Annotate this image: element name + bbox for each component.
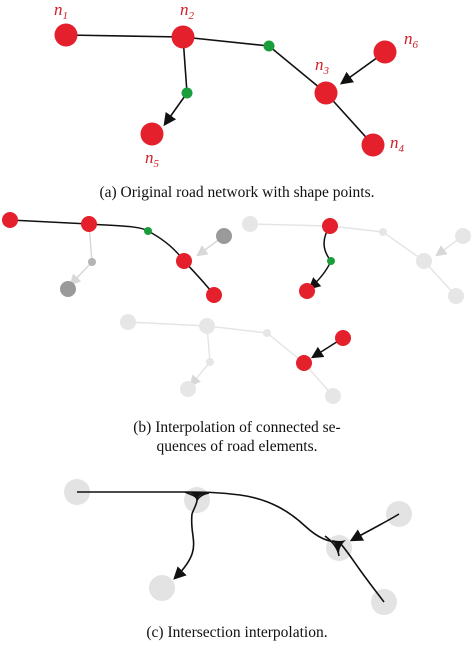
- panel-c-intersection-interpolation: [64, 479, 412, 615]
- node-n6: [373, 40, 397, 64]
- panel-a-node-labels: n1 n2 n3 n4 n5 n6: [54, 0, 419, 170]
- panel-a-nodes: [54, 23, 397, 157]
- node-n3: [314, 81, 338, 105]
- node-n5: [140, 122, 164, 146]
- shape-point-2: [181, 87, 193, 99]
- label-n2: n2: [180, 0, 195, 22]
- label-n1: n1: [54, 0, 68, 22]
- caption-panel-b: (b) Interpolation of connected se- quenc…: [0, 418, 474, 456]
- node-n4: [361, 133, 385, 157]
- edge-n3-n4: [325, 92, 374, 146]
- label-n6: n6: [404, 29, 419, 51]
- caption-panel-a: (a) Original road network with shape poi…: [99, 184, 375, 201]
- caption-panel-b-line-1: (b) Interpolation of connected se-: [133, 419, 341, 436]
- shape-point-1: [263, 40, 275, 52]
- panel-b-sequence-2: [242, 216, 471, 304]
- node-n1: [54, 23, 78, 47]
- node-n2: [171, 25, 195, 49]
- panel-a-edges: [65, 34, 386, 146]
- label-n4: n4: [390, 133, 405, 155]
- label-n5: n5: [145, 148, 160, 170]
- panel-b-sequence-1: [2, 212, 232, 303]
- edge-n2-n5: [163, 36, 188, 127]
- edge-n2-n3: [182, 36, 327, 94]
- caption-panel-b-line-2: quences of road elements.: [156, 438, 318, 455]
- panel-a-original-network: n1 n2 n3 n4 n5 n6: [54, 0, 419, 170]
- panel-b-sequence-3: [120, 314, 351, 404]
- label-n3: n3: [315, 55, 330, 77]
- caption-panel-c: (c) Intersection interpolation.: [146, 624, 328, 641]
- edge-n1-n2: [65, 34, 184, 38]
